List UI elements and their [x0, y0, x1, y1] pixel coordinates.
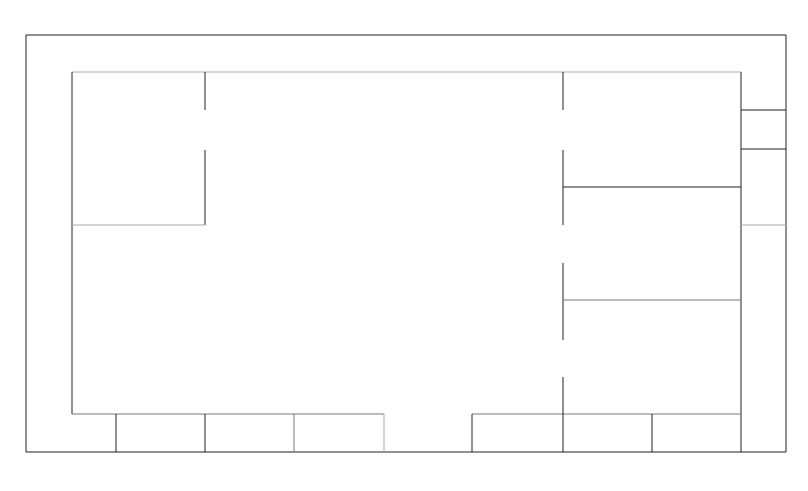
floor-plan [25, 34, 787, 453]
